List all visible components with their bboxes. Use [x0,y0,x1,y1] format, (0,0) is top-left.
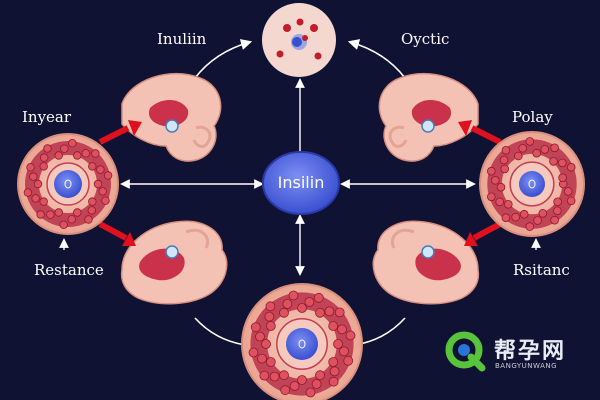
organ-bottom-right-icon [372,220,480,305]
cell-bottom-icon [241,283,363,400]
connector-top-right [347,39,406,79]
organ-top-left-icon [121,73,222,162]
organ-bottom-left-icon [120,220,228,305]
connector-top-left [194,39,253,79]
red-arrow-bottom-right [464,221,502,246]
molecule-icon [262,3,336,77]
center-nucleus [262,151,340,215]
cell-right-icon [479,131,585,237]
label-right: Polay [512,108,553,126]
center-label: Insilin [277,173,325,192]
cell-left-icon [17,133,119,235]
watermark: 帮孕网 BANGYUNWANG [444,330,594,380]
connector-bottom-left [194,317,246,346]
label-bottom-left: Restance [34,261,104,279]
label-left: Inyear [22,108,72,126]
red-arrow-bottom-left [98,221,136,246]
red-arrow-top-right [458,120,502,145]
red-arrow-top-left [98,120,142,145]
label-bottom-right: Rsitanc [513,261,570,279]
watermark-logo-icon [445,331,486,372]
label-top-left: Inuliin [157,30,207,48]
watermark-english: BANGYUNWANG [495,362,558,370]
label-top-right: Oyctic [401,30,450,48]
watermark-chinese: 帮孕网 [494,339,567,364]
organ-top-right-icon [378,73,479,162]
